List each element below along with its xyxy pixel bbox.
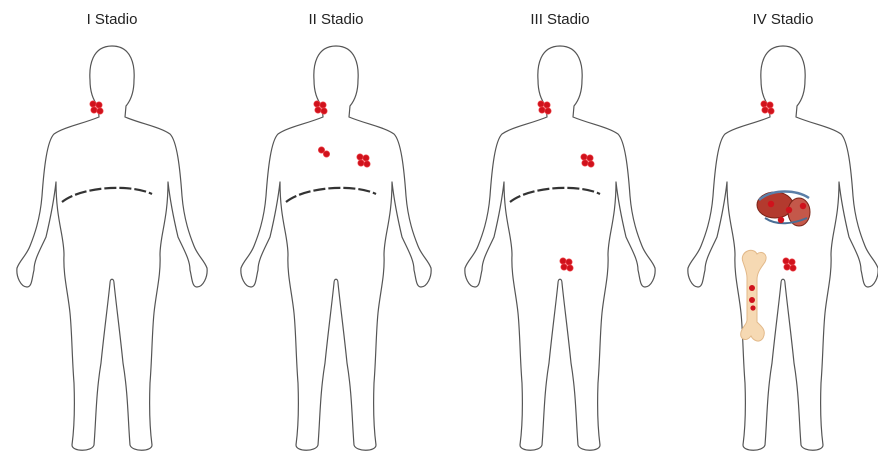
body-outline: [465, 46, 655, 450]
lymph-node-groin-left: [560, 258, 573, 271]
body-figure-stage-2: [241, 46, 431, 450]
lymph-node-neck: [314, 101, 327, 114]
lymph-node-neck: [761, 101, 774, 114]
abdominal-organs: [757, 192, 810, 227]
lymph-node-neck: [538, 101, 551, 114]
diaphragm-line: [510, 188, 600, 202]
lymph-node-armpit-left: [357, 154, 370, 167]
body-figure-stage-3: [465, 46, 655, 450]
lymph-node-groin-left: [783, 258, 796, 271]
body-figure-stage-1: [17, 46, 207, 450]
femur-bone: [741, 250, 766, 341]
diaphragm-line: [62, 188, 152, 202]
lymph-node-neck: [90, 101, 103, 114]
body-figure-stage-4: [688, 46, 878, 450]
body-outline: [241, 46, 431, 450]
body-outline: [17, 46, 207, 450]
lymph-node-chest-left: [318, 147, 329, 157]
body-outline: [688, 46, 878, 450]
lymph-node-armpit-left: [581, 154, 594, 167]
diaphragm-line: [286, 188, 376, 202]
